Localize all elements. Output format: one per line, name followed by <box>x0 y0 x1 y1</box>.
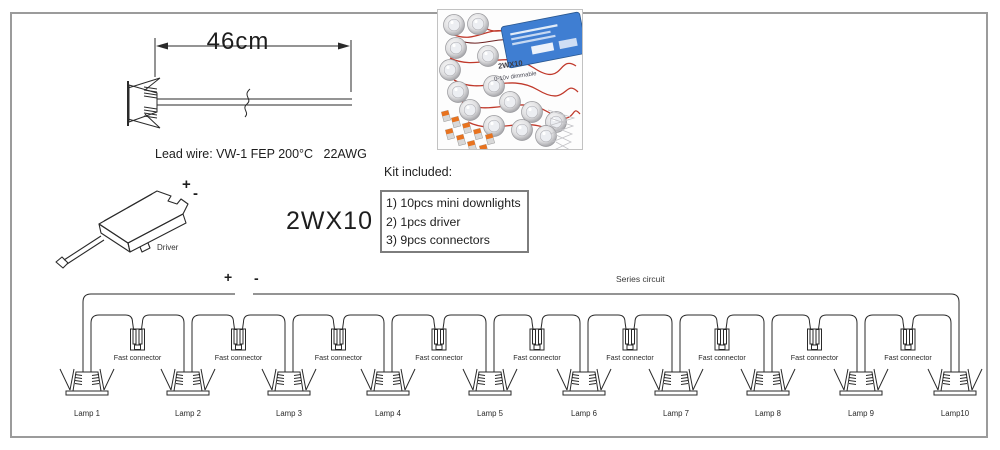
photo-downlight <box>511 119 533 141</box>
lamp-label: Lamp 4 <box>374 409 401 418</box>
photo-red-wire <box>453 79 579 97</box>
wire-break-icon <box>244 88 251 118</box>
lamp-profile <box>127 77 161 129</box>
lamp-symbol <box>648 368 704 396</box>
photo-red-wire <box>449 57 577 75</box>
fast-connector-label: Fast connector <box>698 353 746 362</box>
driver-cable-tip <box>55 256 69 269</box>
driver-label: Driver <box>157 243 179 252</box>
fast-connector-label: Fast connector <box>113 353 162 362</box>
photo-downlight <box>535 125 557 147</box>
photo-downlight <box>447 81 469 103</box>
kit-included-title: Kit included: <box>384 165 453 179</box>
dimension-length-label: 46cm <box>206 28 270 55</box>
driver-tab <box>139 242 151 253</box>
product-photo-art <box>439 11 582 149</box>
lamp-symbol <box>360 368 416 396</box>
fast-connector-symbol <box>431 328 447 351</box>
lamp-label: Lamp 5 <box>476 409 503 418</box>
fast-connector-label: Fast connector <box>513 353 561 362</box>
photo-connector <box>467 139 477 149</box>
series-circuit-title: Series circuit <box>616 274 665 284</box>
kit-item: 1) 10pcs mini downlights <box>386 196 521 210</box>
photo-wireframe-stack <box>549 117 575 135</box>
fast-connector-symbol <box>331 328 346 351</box>
fast-connector-symbol <box>714 328 730 351</box>
photo-downlight <box>443 14 465 36</box>
photo-downlight <box>439 59 461 81</box>
lamp-label: Lamp 2 <box>174 409 201 418</box>
photo-downlight <box>467 13 489 35</box>
product-photo: 2WX10 0-10v dimmable <box>437 9 583 150</box>
lamp-symbol <box>59 368 115 396</box>
photo-downlight <box>499 91 521 113</box>
driver-cable <box>63 235 105 265</box>
dimension-drawing <box>127 38 352 129</box>
fast-connector-label: Fast connector <box>790 353 839 362</box>
lamp-symbol <box>160 368 216 396</box>
lamp-label: Lamp 6 <box>570 409 597 418</box>
lamp-symbol <box>927 368 983 396</box>
model-label: 2WX10 <box>286 207 373 235</box>
lamp-label: Lamp 3 <box>275 409 302 418</box>
photo-connector <box>479 143 489 149</box>
circuit-wires <box>82 293 960 372</box>
photo-downlight <box>477 45 499 67</box>
fast-connector-symbol <box>622 328 638 351</box>
driver-minus-label: - <box>193 185 198 202</box>
circuit-minus-label: - <box>254 270 259 286</box>
photo-downlight <box>483 75 505 97</box>
photo-wireframe-stack <box>553 133 572 149</box>
fast-connector-symbol <box>231 328 246 351</box>
photo-driver-box <box>500 11 582 69</box>
kit-item: 3) 9pcs connectors <box>386 233 490 247</box>
driver-illustration <box>55 190 189 269</box>
photo-connector <box>451 115 461 129</box>
lamp-label: Lamp 7 <box>662 409 689 418</box>
driver-plus-label: + <box>182 176 191 193</box>
lead-wire-spec-label: Lead wire: VW-1 FEP 200°C 22AWG <box>155 147 367 161</box>
lamp-symbol <box>462 368 518 396</box>
lamp-label: Lamp10 <box>940 409 970 418</box>
fast-connector-label: Fast connector <box>884 353 932 362</box>
fast-connector-symbol <box>529 328 545 351</box>
lamp-label: Lamp 1 <box>73 409 100 418</box>
photo-downlight <box>521 101 543 123</box>
fast-connector-symbol <box>807 328 822 351</box>
photo-downlight <box>483 115 505 137</box>
fast-connector-symbol <box>130 328 145 351</box>
lamp-symbol <box>261 368 317 396</box>
lamp-symbol <box>740 368 796 396</box>
circuit-plus-label: + <box>224 269 233 285</box>
fast-connector-label: Fast connector <box>314 353 363 362</box>
kit-contents-box: 1) 10pcs mini downlights 2) 1pcs driver 3)… <box>380 190 529 253</box>
photo-downlight <box>459 99 481 121</box>
photo-wireframe-stack <box>551 125 574 143</box>
fast-connector-label: Fast connector <box>214 353 263 362</box>
photo-red-wire <box>461 101 581 119</box>
fast-connector-symbol <box>900 328 916 351</box>
photo-connector <box>473 127 483 141</box>
kit-item: 2) 1pcs driver <box>386 214 461 229</box>
arrow-left-icon <box>156 42 168 50</box>
photo-connector <box>441 109 451 123</box>
fast-connector-label: Fast connector <box>606 353 654 362</box>
photo-wireframe-stack <box>547 109 576 127</box>
photo-connector <box>456 133 466 147</box>
lamp-symbol <box>556 368 612 396</box>
lamp-label: Lamp 9 <box>847 409 874 418</box>
photo-wireframe-stack <box>555 141 570 149</box>
photo-connector <box>485 132 495 146</box>
photo-downlight <box>445 37 467 59</box>
arrow-right-icon <box>338 42 350 50</box>
lamp-label: Lamp 8 <box>754 409 781 418</box>
photo-connector <box>462 121 472 135</box>
driver-lid-line <box>103 193 153 222</box>
photo-connector <box>445 127 455 141</box>
fast-connector-label: Fast connector <box>415 353 463 362</box>
series-circuit-art <box>59 293 983 396</box>
lamp-symbol <box>833 368 889 396</box>
